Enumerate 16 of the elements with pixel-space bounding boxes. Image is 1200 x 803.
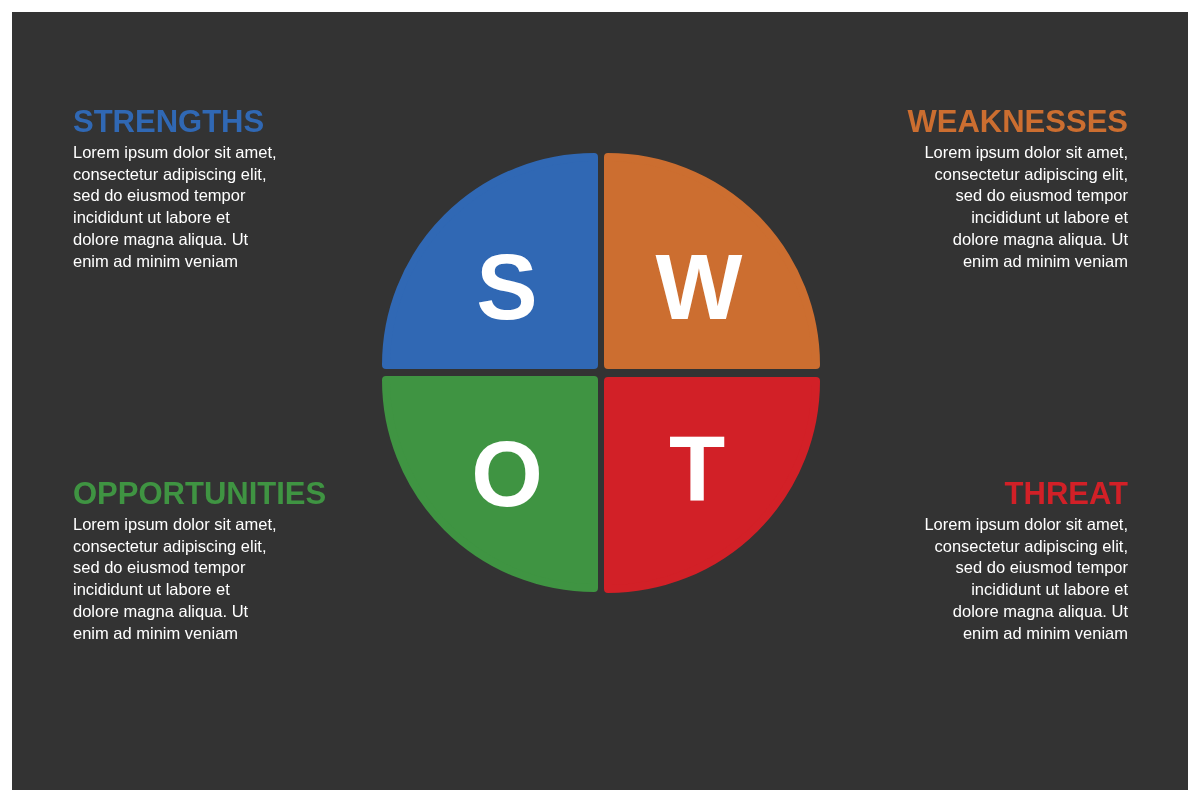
- quadrant-shape: [382, 376, 598, 592]
- quadrant-shape: [604, 153, 820, 369]
- quadrant-shape: [382, 153, 598, 369]
- section-heading: THREAT: [1004, 476, 1128, 512]
- quadrant-letter: S: [476, 241, 538, 333]
- quadrant-letter: O: [471, 428, 543, 520]
- quadrant-letter: W: [655, 241, 743, 333]
- description-text: Lorem ipsum dolor sit amet, consectetur adipiscing elit, sed do eiusmod tempor incididunt ut labore et dolore magna aliqua. Ut enim ad minim veniam: [923, 142, 1128, 272]
- section-heading: WEAKNESSES: [907, 104, 1128, 140]
- description-text: Lorem ipsum dolor sit amet, consectetur adipiscing elit, sed do eiusmod tempor incididunt ut labore et dolore magna aliqua. Ut enim ad minim veniam: [923, 514, 1128, 644]
- description-text: Lorem ipsum dolor sit amet, consectetur adipiscing elit, sed do eiusmod tempor incididunt ut labore et dolore magna aliqua. Ut enim ad minim veniam: [73, 514, 278, 644]
- description-text: Lorem ipsum dolor sit amet, consectetur adipiscing elit, sed do eiusmod tempor incididunt ut labore et dolore magna aliqua. Ut enim ad minim veniam: [73, 142, 278, 272]
- quadrant-letter: T: [668, 423, 726, 515]
- section-heading: OPPORTUNITIES: [73, 476, 327, 512]
- quadrant-shape: [604, 377, 820, 593]
- section-heading: STRENGTHS: [73, 104, 265, 140]
